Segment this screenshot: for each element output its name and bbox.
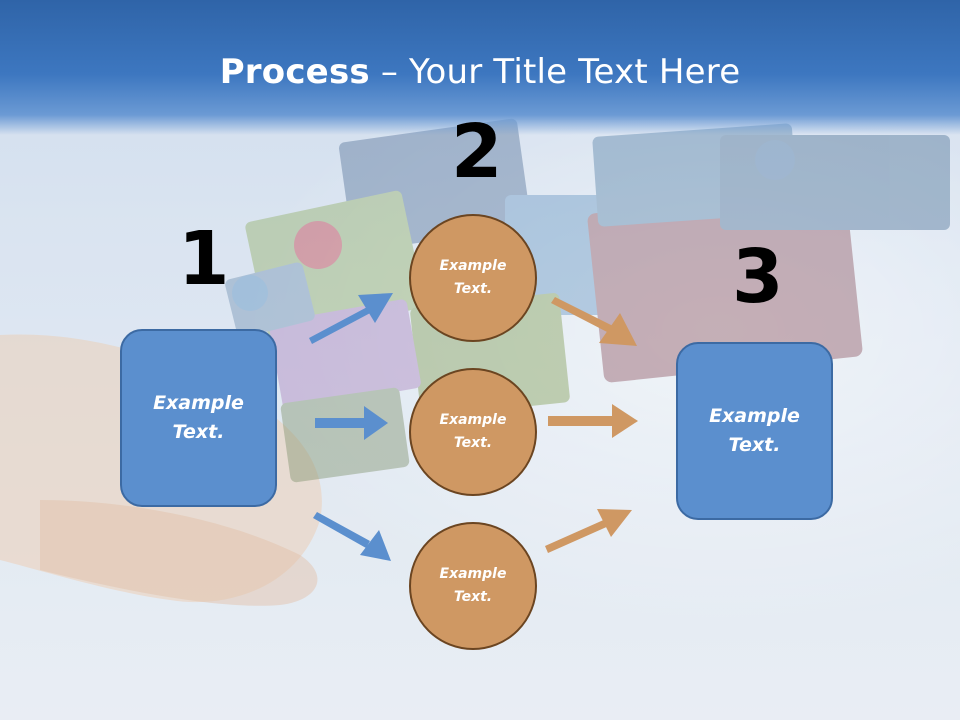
middle-circle: Example Text. <box>409 368 537 496</box>
arrow-box-to-top-circle <box>309 293 393 344</box>
arrow-bottom-circle-to-box <box>545 509 632 553</box>
middle-circle-text: Example Text. <box>439 412 507 451</box>
left-box-text: Example Text. <box>153 392 244 443</box>
title-rest: – Your Title Text Here <box>369 52 741 92</box>
bottom-circle: Example Text. <box>409 522 537 650</box>
right-step-box: Example Text. <box>676 342 833 520</box>
slide-title: Process – Your Title Text Here <box>0 52 960 92</box>
arrow-box-to-middle-circle <box>315 406 388 440</box>
title-band <box>0 0 960 135</box>
title-bold: Process <box>219 52 370 92</box>
arrow-box-to-bottom-circle <box>313 512 391 561</box>
step-number-2: 2 <box>451 109 503 195</box>
arrow-top-circle-to-box <box>551 297 637 346</box>
bottom-circle-text: Example Text. <box>439 566 507 605</box>
step-number-3: 3 <box>732 234 784 320</box>
top-circle: Example Text. <box>409 214 537 342</box>
left-step-box: Example Text. <box>120 329 277 507</box>
top-circle-text: Example Text. <box>439 258 507 297</box>
arrow-middle-circle-to-box <box>548 404 638 438</box>
step-number-1: 1 <box>178 216 230 302</box>
right-box-text: Example Text. <box>709 405 800 456</box>
